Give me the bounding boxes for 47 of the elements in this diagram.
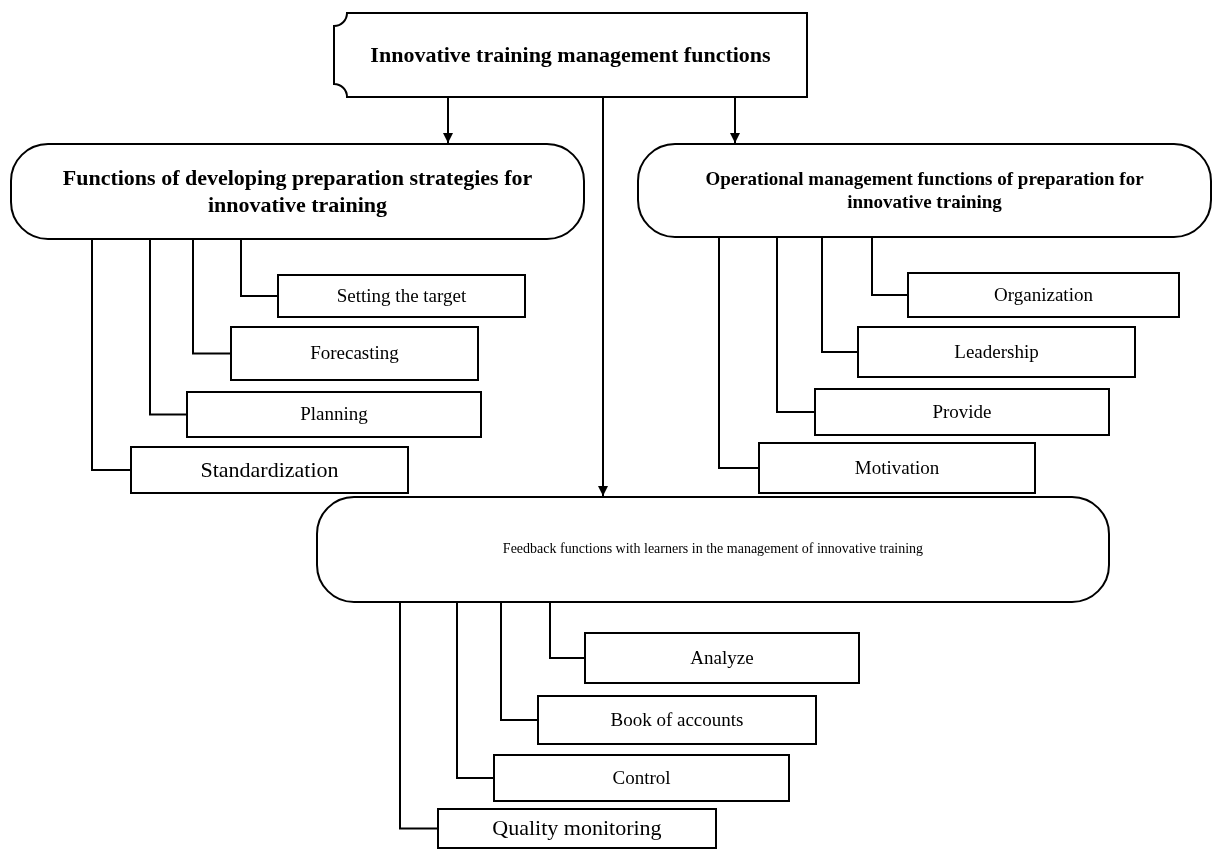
connector-line (776, 236, 815, 413)
function-label: Standardization (200, 456, 339, 484)
heading-text: Operational management functions of preparation for innovative training (704, 167, 1145, 214)
arrow (598, 97, 608, 497)
heading-text: Functions of developing preparation strategies for innovative training (61, 165, 534, 218)
function-label: Provide (932, 400, 992, 424)
function-box (130, 446, 409, 494)
rounded-box (637, 143, 1212, 238)
rounded-box (316, 496, 1110, 603)
function-label: Planning (300, 403, 368, 426)
function-label: Leadership (954, 340, 1039, 364)
function-label: Book of accounts (610, 708, 744, 732)
function-box (186, 391, 482, 438)
connector-line (821, 236, 858, 353)
function-box (814, 388, 1110, 436)
connector-line (456, 601, 494, 779)
connector-line (549, 601, 585, 659)
function-box (230, 326, 479, 381)
function-label: Setting the target (336, 284, 467, 308)
heading-text: Feedback functions with learners in the management of innovative training (502, 541, 924, 558)
connector-line (91, 238, 131, 471)
arrow (730, 97, 740, 144)
function-box (584, 632, 860, 684)
function-box (758, 442, 1036, 494)
function-box (907, 272, 1180, 318)
function-box (437, 808, 717, 849)
function-box (537, 695, 817, 745)
function-label: Control (612, 766, 671, 790)
connector-line (192, 238, 231, 355)
function-box (493, 754, 790, 802)
function-label: Organization (994, 283, 1093, 307)
function-label: Forecasting (310, 342, 399, 365)
arrow (443, 97, 453, 144)
connector-line (240, 238, 278, 297)
rounded-box (10, 143, 585, 240)
connector-line (718, 236, 759, 469)
connector-line (399, 601, 438, 830)
function-label: Motivation (854, 456, 940, 480)
function-label: Analyze (690, 646, 754, 670)
function-box (277, 274, 526, 318)
title-banner (333, 12, 808, 98)
heading-text: Innovative training management functions (370, 41, 771, 69)
connector-line (149, 238, 187, 416)
connector-line (500, 601, 538, 721)
connector-line (871, 236, 908, 296)
function-box (857, 326, 1136, 378)
function-label: Quality monitoring (492, 815, 662, 842)
